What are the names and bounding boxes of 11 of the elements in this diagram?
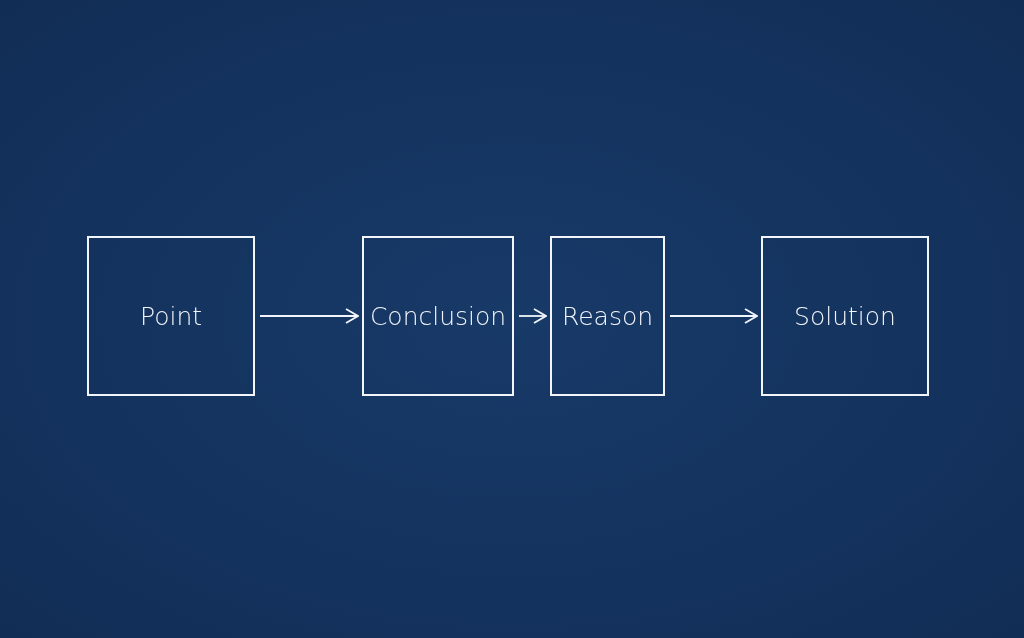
process-box bbox=[362, 236, 514, 396]
box-label: Point bbox=[139, 301, 203, 331]
box-label: Solution bbox=[794, 301, 896, 331]
arrow bbox=[669, 308, 758, 324]
process-box bbox=[87, 236, 255, 396]
process-box bbox=[550, 236, 665, 396]
box-label: Reason bbox=[561, 301, 654, 331]
process-box bbox=[761, 236, 929, 396]
arrow bbox=[259, 308, 359, 324]
box-label: Conclusion bbox=[369, 301, 507, 331]
arrow bbox=[518, 308, 547, 324]
